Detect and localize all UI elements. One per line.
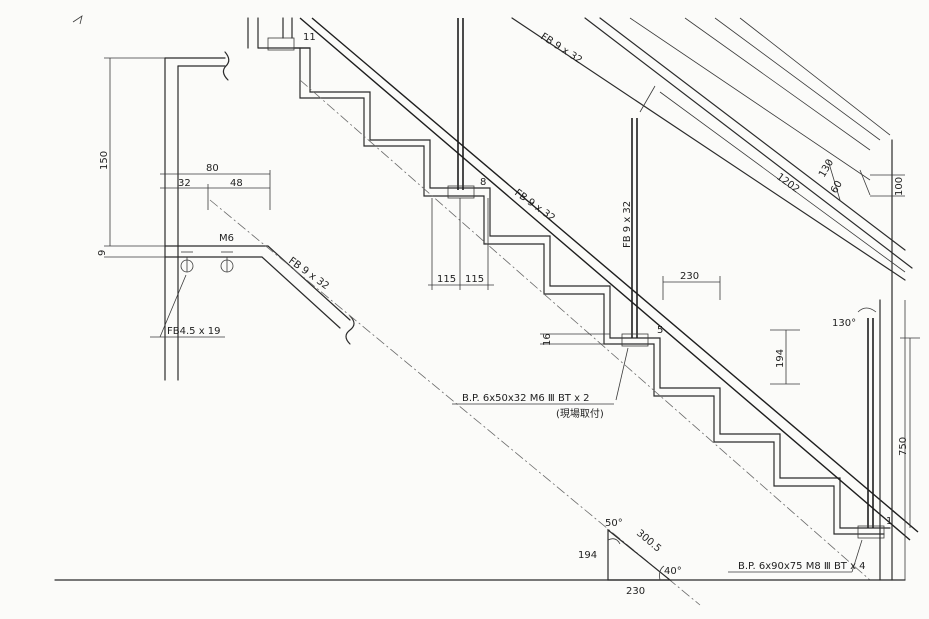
dim-100-label: 100 [894, 177, 905, 196]
post-8 [447, 18, 475, 199]
dim-130-label: 130 [817, 157, 836, 179]
dim-750-label: 750 [898, 437, 909, 456]
dim-115b-label: 115 [465, 274, 484, 285]
upper-rail-lines [511, 17, 913, 281]
bp-leader [615, 347, 629, 401]
tri-50-label: 50° [605, 518, 623, 529]
angle-130-label: 130° [832, 318, 856, 329]
step-8-label: 8 [480, 177, 486, 188]
step-5-label: 5 [657, 325, 663, 336]
tri-40-label: 40° [664, 566, 682, 577]
bp-bottom-leader [851, 539, 863, 573]
bp-note-label: B.P. 6x50x32 M6 Ⅲ BT x 2 [462, 393, 590, 404]
stair-steps-inner [299, 47, 885, 535]
dim-115a-label: 115 [437, 274, 456, 285]
post-5 [621, 118, 649, 347]
stringer-underside [209, 199, 701, 606]
tri-300-label: 300.5 [634, 528, 663, 555]
dim-lines [428, 85, 920, 528]
bp-bottom-label: B.P. 6x90x75 M8 Ⅲ BT x 4 [738, 561, 866, 572]
top-landing [247, 17, 311, 51]
dim-194-label: 194 [775, 349, 786, 368]
handrail-detail [104, 51, 355, 381]
bp-note-sub-label: (現場取付) [556, 407, 604, 420]
handrail-line-2 [311, 17, 919, 533]
corner-mark [72, 15, 83, 25]
stringer-centerline [299, 79, 871, 581]
dim-48-label: 48 [230, 178, 243, 189]
step-11-label: 11 [303, 32, 316, 43]
step-1-label: 1 [886, 516, 892, 527]
tri-230-label: 230 [626, 586, 645, 597]
dim-16-label: 16 [542, 333, 553, 346]
post-1 [857, 299, 885, 581]
label-fb-detail: FB 9 x 32 [286, 256, 331, 293]
label-fb-top: FB 9 x 32 [538, 31, 584, 66]
dim-230-label: 230 [680, 271, 699, 282]
dim-150-label: 150 [99, 151, 110, 170]
tri-194-label: 194 [578, 550, 597, 561]
dim-9-label: 9 [97, 250, 108, 256]
m6-label: M6 [219, 233, 234, 244]
dim-1202-label: 1202 [774, 172, 801, 196]
dim-60-label: 60 [829, 179, 845, 196]
stair-steps-outer [294, 47, 891, 529]
label-fb-post: FB 9 x 32 [622, 201, 633, 248]
dim-32-label: 32 [178, 178, 191, 189]
fb-detail-bottom-label: FB4.5 x 19 [167, 326, 221, 337]
dim-80-label: 80 [206, 163, 219, 174]
handrail-line-1 [299, 17, 911, 541]
slope-triangle [607, 528, 672, 581]
